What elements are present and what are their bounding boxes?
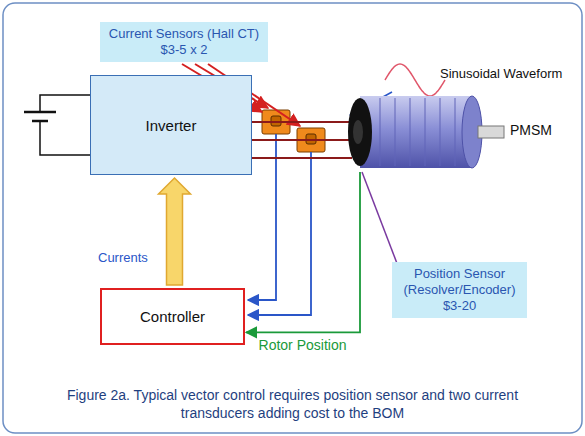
battery-symbol: [24, 95, 90, 155]
command-arrow: [159, 178, 191, 285]
leader-line: [362, 172, 398, 266]
node-text: Controller: [140, 308, 205, 325]
signal-label: Currents: [98, 250, 148, 265]
current-sensor: [262, 110, 325, 152]
node-text: Inverter: [146, 117, 197, 134]
current-signal-line: [248, 134, 311, 315]
waveform-label: Sinusoidal Waveform: [440, 66, 562, 81]
power-wires: [252, 122, 352, 158]
node-text: Position Sensor (Resolver/Encoder) $3-20: [396, 266, 523, 314]
cost-callout: Position Sensor (Resolver/Encoder) $3-20: [392, 262, 527, 318]
figure-caption: Figure 2a. Typical vector control requir…: [30, 386, 555, 422]
feedback-line: [246, 172, 360, 332]
cost-callout: Current Sensors (Hall CT) $3-5 x 2: [100, 22, 268, 62]
inverter-box: Inverter: [90, 75, 252, 175]
frame: [3, 3, 582, 433]
edge-label: Rotor Position: [259, 337, 347, 353]
motor-label: PMSM: [510, 122, 552, 138]
motor: PMSM: [340, 92, 550, 172]
controller-box: Controller: [100, 288, 245, 345]
node-text: Current Sensors (Hall CT) $3-5 x 2: [104, 26, 264, 58]
